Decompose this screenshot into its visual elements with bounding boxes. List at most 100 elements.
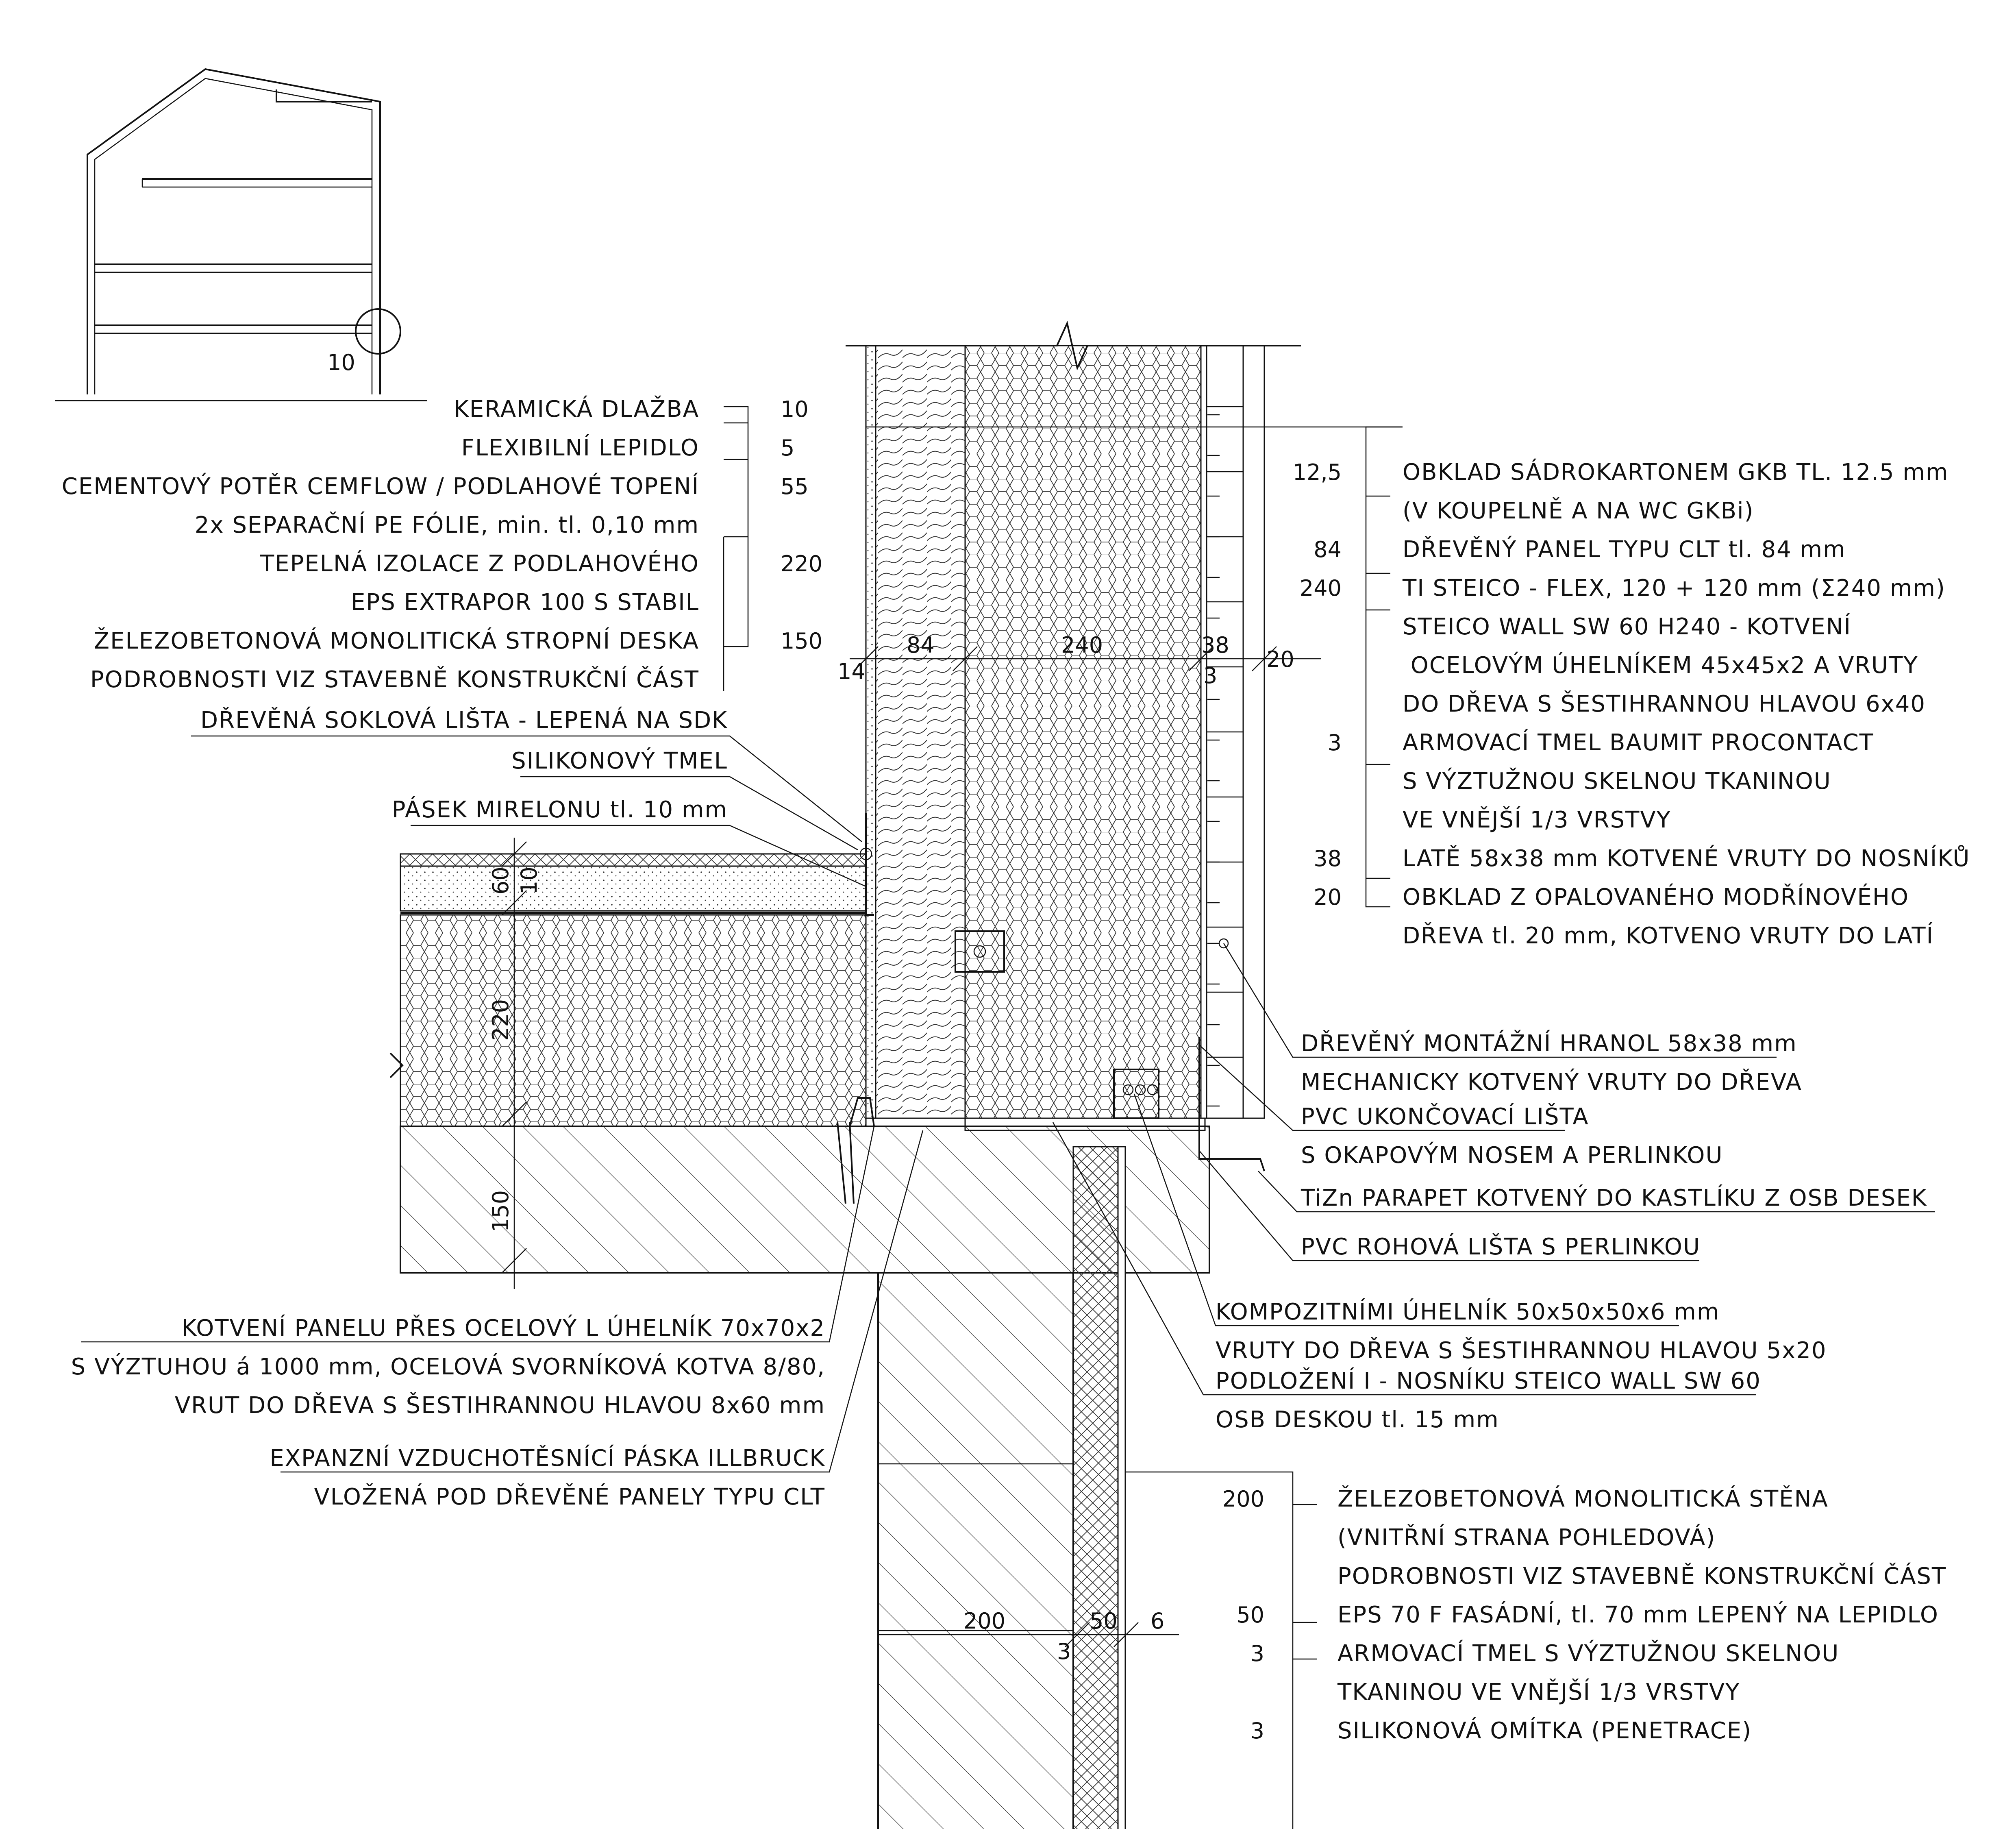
callout-anchor-1: KOTVENÍ PANELU PŘES OCELOVÝ L ÚHELNÍK 70… bbox=[182, 1315, 825, 1341]
base-wall-dims: 200 50 3 3 bbox=[1222, 1486, 1264, 1744]
callout-silicone: SILIKONOVÝ TMEL bbox=[511, 748, 728, 774]
floor-layer-5-label: EPS EXTRAPOR 100 S STABIL bbox=[351, 589, 699, 616]
base-layer-2-label: PODROBNOSTI VIZ STAVEBNĚ KONSTRUKČNÍ ČÁS… bbox=[1337, 1563, 1946, 1589]
screed-layer bbox=[400, 865, 867, 912]
dim-base-3: 3 bbox=[1057, 1639, 1071, 1664]
silicone-render-layer bbox=[1117, 1146, 1126, 1829]
wall-layer-3-label: TI STEICO - FLEX, 120 + 120 mm (Σ240 mm) bbox=[1402, 575, 1946, 601]
callout-tape-1: EXPANZNÍ VZDUCHOTĚSNÍCÍ PÁSKA ILLBRUCK bbox=[270, 1445, 825, 1472]
callout-pvc-end-2: S OKAPOVÝM NOSEM A PERLINKOU bbox=[1301, 1142, 1723, 1169]
eps-facade-layer bbox=[1072, 1146, 1119, 1829]
callout-mirelon: PÁSEK MIRELONU tl. 10 mm bbox=[392, 797, 728, 823]
wall-layer-2-label: DŘEVĚNÝ PANEL TYPU CLT tl. 84 mm bbox=[1403, 536, 1846, 563]
callout-tape-2: VLOŽENÁ POD DŘEVĚNÉ PANELY TYPU CLT bbox=[314, 1484, 825, 1510]
dim-base-50: 50 bbox=[1090, 1608, 1118, 1634]
wall-layer-8-label: S VÝZTUŽNOU SKELNOU TKANINOU bbox=[1403, 768, 1831, 795]
base-layer-0-dim: 200 bbox=[1222, 1486, 1264, 1512]
base-layer-4-label: ARMOVACÍ TMEL S VÝZTUŽNOU SKELNOU bbox=[1337, 1640, 1839, 1667]
base-layer-5-label: TKANINOU VE VNĚJŠÍ 1/3 VRSTVY bbox=[1337, 1679, 1740, 1705]
dim-wall-14: 14 bbox=[837, 659, 866, 684]
composite-angle bbox=[1113, 1069, 1159, 1119]
wall-layer-7-label: ARMOVACÍ TMEL BAUMIT PROCONTACT bbox=[1403, 729, 1874, 756]
dim-floor-10: 10 bbox=[516, 867, 542, 895]
wall-layer-11-label: OBKLAD Z OPALOVANÉHO MODŘÍNOVÉHO bbox=[1403, 884, 1909, 910]
base-layer-4-dim: 3 bbox=[1250, 1641, 1264, 1666]
steel-anchor-bracket bbox=[955, 930, 1005, 973]
rc-wall bbox=[877, 1272, 1074, 1829]
wall-dimension-line bbox=[850, 646, 1321, 671]
tizn-flashing bbox=[1198, 1037, 1265, 1171]
upper-wall-section bbox=[846, 320, 1403, 1171]
silicone-sealant-marker bbox=[859, 847, 872, 860]
floor-layer-2-label: CEMENTOVÝ POTĚR CEMFLOW / PODLAHOVÉ TOPE… bbox=[62, 473, 699, 500]
right-callouts: DŘEVĚNÝ MONTÁŽNÍ HRANOL 58x38 mm MECHANI… bbox=[1216, 1030, 1927, 1433]
mounting-batten-marker bbox=[1218, 938, 1229, 949]
eps-floor-insulation bbox=[400, 914, 867, 1127]
wall-layer-11-dim: 20 bbox=[1314, 884, 1342, 910]
wall-layer-1-label: (V KOUPELNĚ A NA WC GKBi) bbox=[1403, 498, 1754, 524]
floor-layer-0-label: KERAMICKÁ DLAŽBA bbox=[454, 396, 699, 422]
floor-layer-labels: KERAMICKÁ DLAŽBA FLEXIBILNÍ LEPIDLO CEME… bbox=[62, 396, 699, 693]
wall-layer-10-dim: 38 bbox=[1314, 846, 1342, 871]
base-layer-1-label: (VNITŘNÍ STRANA POHLEDOVÁ) bbox=[1337, 1524, 1716, 1551]
callout-pvc-corner: PVC ROHOVÁ LIŠTA S PERLINKOU bbox=[1301, 1234, 1701, 1260]
floor-layer-4-label: TEPELNÁ IZOLACE Z PODLAHOVÉHO bbox=[260, 551, 699, 577]
base-layer-3-label: EPS 70 F FASÁDNÍ, tl. 70 mm LEPENÝ NA LE… bbox=[1337, 1601, 1939, 1628]
left-callouts: DŘEVĚNÁ SOKLOVÁ LIŠTA - LEPENÁ NA SDK SI… bbox=[71, 707, 825, 1510]
steico-flex-insulation-layer bbox=[964, 345, 1202, 1119]
base-layer-3-dim: 50 bbox=[1236, 1602, 1264, 1628]
callout-anchor-3: VRUT DO DŘEVA S ŠESTIHRANNOU HLAVOU 8x60… bbox=[175, 1392, 825, 1419]
floor-layer-3-label: 2x SEPARAČNÍ PE FÓLIE, min. tl. 0,10 mm bbox=[195, 512, 699, 538]
wall-layer-12-label: DŘEVA tl. 20 mm, KOTVENO VRUTY DO LATÍ bbox=[1403, 922, 1934, 949]
dim-base-6: 6 bbox=[1150, 1608, 1164, 1634]
floor-layer-1-label: FLEXIBILNÍ LEPIDLO bbox=[461, 434, 699, 461]
wall-layer-2-dim: 84 bbox=[1314, 537, 1342, 562]
render-layer bbox=[1200, 345, 1207, 1119]
wall-layer-9-label: VE VNĚJŠÍ 1/3 VRSTVY bbox=[1403, 806, 1671, 833]
callout-angle-2: VRUTY DO DŘEVA S ŠESTIHRANNOU HLAVOU 5x2… bbox=[1216, 1337, 1827, 1364]
dim-floor-220: 220 bbox=[488, 999, 513, 1041]
dim-wall-240: 240 bbox=[1061, 632, 1103, 658]
callout-hranol-1: DŘEVĚNÝ MONTÁŽNÍ HRANOL 58x38 mm bbox=[1301, 1030, 1797, 1057]
floor-layer-6-label: ŽELEZOBETONOVÁ MONOLITICKÁ STROPNÍ DESKA bbox=[94, 627, 699, 654]
wall-layer-labels: OBKLAD SÁDROKARTONEM GKB TL. 12.5 mm (V … bbox=[1402, 459, 1969, 949]
floor-layer-7-label: PODROBNOSTI VIZ STAVEBNĚ KONSTRUKČNÍ ČÁS… bbox=[90, 666, 699, 693]
callout-angle-1: KOMPOZITNÍMI ÚHELNÍK 50x50x50x6 mm bbox=[1216, 1298, 1720, 1325]
wall-layer-4-label: STEICO WALL SW 60 H240 - KOTVENÍ bbox=[1403, 613, 1851, 640]
dim-wall-3: 3 bbox=[1203, 663, 1217, 688]
wall-layer-0-label: OBKLAD SÁDROKARTONEM GKB TL. 12.5 mm bbox=[1403, 459, 1949, 486]
callout-tizn: TiZn PARAPET KOTVENÝ DO KASTLÍKU Z OSB D… bbox=[1301, 1184, 1927, 1211]
callout-hranol-2: MECHANICKY KOTVENÝ VRUTY DO DŘEVA bbox=[1301, 1069, 1802, 1095]
callout-support-2: OSB DESKOU tl. 15 mm bbox=[1216, 1407, 1499, 1433]
base-layer-6-dim: 3 bbox=[1250, 1718, 1264, 1744]
key-plan-detail-number: 10 bbox=[327, 350, 355, 375]
callout-support-1: PODLOŽENÍ I - NOSNÍKU STEICO WALL SW 60 bbox=[1216, 1367, 1761, 1394]
leader-lines bbox=[81, 406, 1935, 1829]
dim-floor-150: 150 bbox=[488, 1190, 513, 1232]
floor-layer-2-dim: 55 bbox=[781, 474, 809, 499]
wall-layer-0-dim: 12,5 bbox=[1293, 459, 1342, 485]
dim-base-200: 200 bbox=[963, 1608, 1005, 1634]
base-wall-labels: ŽELEZOBETONOVÁ MONOLITICKÁ STĚNA (VNITŘN… bbox=[1337, 1486, 1946, 1744]
floor-layer-0-dim: 10 bbox=[781, 396, 809, 422]
dim-wall-38: 38 bbox=[1201, 632, 1229, 658]
screw-anchor bbox=[849, 1097, 875, 1127]
clt-panel-layer bbox=[875, 345, 966, 1119]
wall-layer-5-label: OCELOVÝM ÚHELNÍKEM 45x45x2 A VRUTY bbox=[1403, 652, 1918, 679]
tile-layer bbox=[400, 853, 867, 867]
callout-skirting: DŘEVĚNÁ SOKLOVÁ LIŠTA - LEPENÁ NA SDK bbox=[200, 707, 728, 734]
key-plan: 10 bbox=[55, 68, 427, 401]
wall-layer-3-dim: 240 bbox=[1300, 575, 1342, 601]
floor-layer-4-dim: 220 bbox=[781, 551, 822, 577]
larch-cladding-layer bbox=[1242, 345, 1265, 1119]
gypsum-board-layer bbox=[865, 345, 876, 1119]
floor-layer-1-dim: 5 bbox=[781, 435, 794, 461]
dim-wall-20: 20 bbox=[1266, 647, 1294, 672]
floor-layer-6-dim: 150 bbox=[781, 628, 822, 654]
dim-floor-60: 60 bbox=[488, 867, 513, 895]
dim-wall-84: 84 bbox=[907, 632, 935, 658]
floor-layer-dims: 10 5 55 220 150 bbox=[781, 396, 822, 654]
drawing-dimensions: 14 84 240 38 3 20 60 10 220 150 200 50 6… bbox=[488, 632, 1294, 1664]
detail-marker-circle bbox=[355, 308, 401, 355]
